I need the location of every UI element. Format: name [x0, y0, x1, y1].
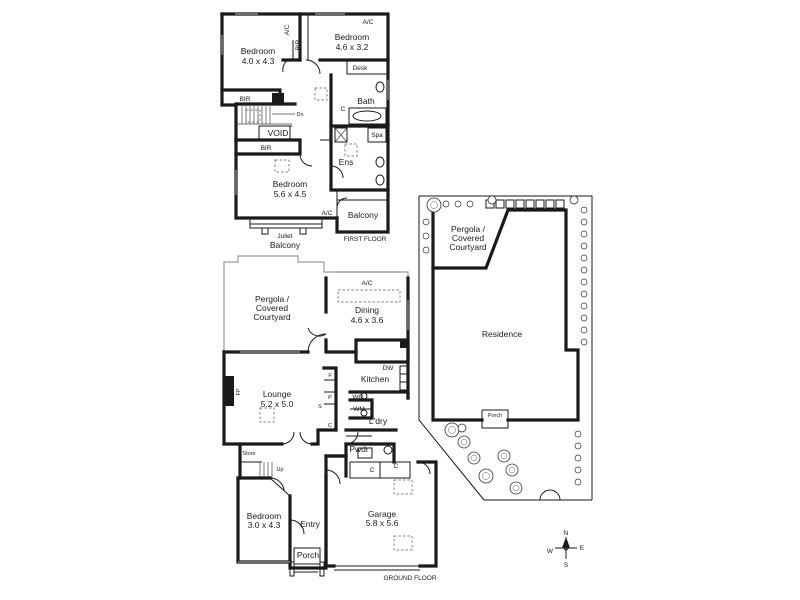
- site-pergola-line2: Covered: [452, 233, 484, 243]
- compass-n: N: [564, 530, 569, 537]
- compass-e: E: [580, 545, 585, 552]
- compass-rose: N S E W: [547, 530, 585, 569]
- compass-w: W: [547, 548, 554, 555]
- juliet-balcony-label: Balcony: [270, 240, 301, 250]
- entry-label: Entry: [300, 519, 321, 529]
- pergola-line2: Covered: [256, 303, 288, 313]
- residence-label: Residence: [482, 329, 522, 339]
- pergola-line3: Courtyard: [253, 312, 291, 322]
- garage-name: Garage: [368, 509, 397, 519]
- ground-floor-title: GROUND FLOOR: [383, 575, 436, 582]
- dw-label: DW: [383, 365, 395, 372]
- bedroom-main-name: Bedroom: [273, 179, 308, 189]
- site-pergola-line1: Pergola /: [451, 224, 486, 234]
- fp-label: FP: [236, 388, 242, 395]
- bedroom-main-size: 5.6 x 4.5: [274, 189, 307, 199]
- dining-name: Dining: [355, 305, 379, 315]
- cupboard-label: C: [341, 106, 346, 113]
- ac-main-label: A/C: [322, 210, 333, 217]
- ens-label: Ens: [339, 157, 354, 167]
- bath-label: Bath: [357, 96, 375, 106]
- up-label: Up: [276, 467, 283, 473]
- f-label: F: [328, 373, 332, 379]
- dining-ac-label: A/C: [362, 280, 373, 287]
- lounge-name: Lounge: [263, 389, 292, 399]
- ground-bedroom-name: Bedroom: [247, 511, 282, 521]
- s-label: S: [318, 404, 322, 410]
- first-floor-plan: Bedroom 4.0 x 4.3 Bedroom 4.6 x 3.2 Bedr…: [220, 12, 390, 250]
- store-label: Store: [242, 451, 255, 457]
- pergola-line1: Pergola /: [255, 294, 290, 304]
- wo-label: WO: [352, 394, 363, 401]
- porch-label: Porch: [297, 550, 319, 560]
- site-pergola-line3: Courtyard: [449, 242, 487, 252]
- ac-nw-label: A/C: [284, 24, 291, 35]
- ldry-label: L'dry: [369, 416, 388, 426]
- bir-mid-label: BIR: [261, 145, 272, 152]
- bedroom-ne-size: 4.6 x 3.2: [336, 42, 369, 52]
- p-label: P: [328, 395, 332, 401]
- juliet-label: Juliet: [277, 233, 292, 240]
- site-plan: Pergola / Covered Courtyard Residence Po…: [418, 195, 593, 501]
- site-porch-label: Porch: [488, 413, 502, 419]
- wm-label: WM: [353, 406, 365, 413]
- bedroom-ne-name: Bedroom: [335, 32, 370, 42]
- dining-size: 4.6 x 3.6: [351, 315, 384, 325]
- ground-floor-plan: Pergola / Covered Courtyard A/C Dining 4…: [222, 255, 438, 582]
- linen-label: L: [329, 157, 333, 164]
- bedroom-nw-size: 4.0 x 4.3: [242, 56, 275, 66]
- first-floor-title: FIRST FLOOR: [344, 236, 387, 243]
- desk-label: Desk: [353, 65, 369, 72]
- compass-s: S: [564, 562, 569, 569]
- pwdr-label: Pwdr: [349, 444, 369, 454]
- bedroom-nw-name: Bedroom: [241, 46, 276, 56]
- lounge-size: 5.2 x 5.0: [261, 399, 294, 409]
- bir-left-label: BIR: [240, 96, 251, 103]
- void-label: VOID: [268, 128, 289, 138]
- compass-north-arrow-icon: [562, 537, 570, 548]
- c2-label: C: [394, 463, 399, 470]
- ground-bedroom-size: 3.0 x 4.3: [248, 520, 281, 530]
- c-lounge-label: C: [328, 423, 332, 429]
- dn-label: Dn: [296, 112, 303, 118]
- bir-upper-label: BIR: [295, 39, 302, 50]
- spa-label: Spa: [371, 132, 383, 139]
- balcony-label: Balcony: [348, 210, 379, 220]
- garage-size: 5.8 x 5.6: [366, 518, 399, 528]
- ac-ne-label: A/C: [363, 19, 374, 26]
- c1-label: C: [370, 467, 375, 474]
- kitchen-label: Kitchen: [361, 374, 390, 384]
